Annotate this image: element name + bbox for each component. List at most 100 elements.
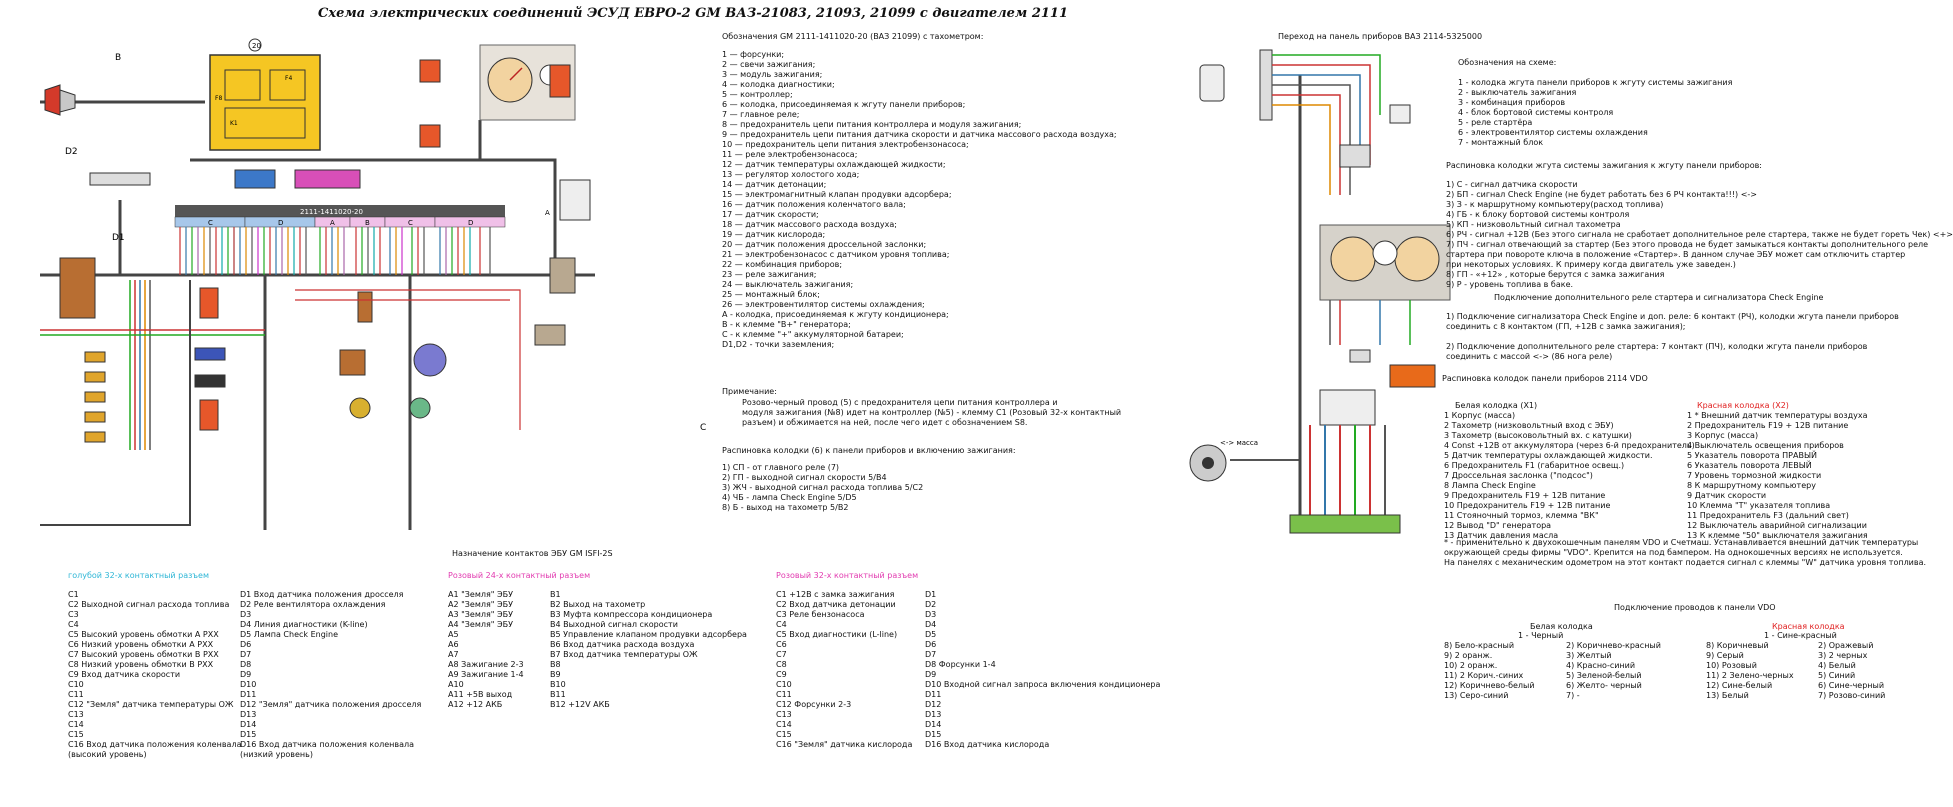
list-item: А - колодка, присоединяемая к жгуту конд… — [722, 310, 949, 319]
list-item: B5 Управление клапаном продувки адсорбер… — [550, 630, 747, 639]
list-item: C10 — [68, 680, 84, 689]
list-item: 4 — колодка диагностики; — [722, 80, 835, 89]
list-item: 13) Белый — [1706, 691, 1749, 700]
right-pinout-header: Распиновка колодки жгута системы зажиган… — [1446, 161, 1763, 170]
list-item: A12 +12 АКБ — [448, 700, 503, 709]
list-item: C12 "Земля" датчика температуры ОЖ — [68, 700, 234, 709]
list-item: 2) БП - сигнал Check Engine (не будет ра… — [1446, 190, 1757, 199]
list-item: 10) 2 оранж. — [1444, 661, 1498, 670]
svg-text:F4: F4 — [285, 75, 292, 82]
list-item: 4) ЧБ - лампа Check Engine 5/D5 — [722, 493, 857, 502]
list-item: D14 — [925, 720, 942, 729]
list-item: 2) Коричнево-красный — [1566, 641, 1661, 650]
list-item: 7 — главное реле; — [722, 110, 800, 119]
cooling-fan-icon — [1189, 444, 1227, 482]
svg-text:D: D — [468, 219, 473, 227]
list-item: 12 Вывод "D" генератора — [1444, 521, 1552, 530]
list-item: B11 — [550, 690, 566, 699]
list-item: D10 — [240, 680, 257, 689]
ecu-pins-header: Назначение контактов ЭБУ GM ISFI-2S — [452, 549, 613, 558]
list-item: 8) ГП - «+12» , которые берутся с замка … — [1446, 270, 1665, 279]
list-item: 3 Корпус (масса) — [1687, 431, 1759, 440]
list-item: A5 — [448, 630, 459, 639]
list-item: C4 — [68, 620, 79, 629]
list-item: D2 Реле вентилятора охлаждения — [240, 600, 386, 609]
list-item: 4 Выключатель освещения приборов — [1687, 441, 1844, 450]
svg-text:F8: F8 — [215, 95, 222, 102]
list-item: 4 Const +12В от аккумулятора (через 6-й … — [1444, 441, 1695, 450]
list-item: D8 Форсунки 1-4 — [925, 660, 996, 669]
list-item: A1 "Земля" ЭБУ — [448, 590, 513, 599]
list-item: C13 — [776, 710, 792, 719]
list-item: D1,D2 - точки заземления; — [722, 340, 835, 349]
pink32-header: Розовый 32-х контактный разъем — [776, 571, 919, 580]
list-item: 3 — модуль зажигания; — [722, 70, 823, 79]
svg-text:C: C — [408, 219, 413, 227]
list-item: D6 — [240, 640, 252, 649]
list-item: модуля зажигания (№8) идет на контроллер… — [742, 408, 1122, 417]
svg-text:C: C — [700, 423, 706, 433]
list-item: 7) - — [1566, 691, 1580, 700]
list-item: 25 — монтажный блок; — [722, 290, 820, 299]
svg-text:<-> масса: <-> масса — [1220, 439, 1258, 447]
list-item: 26 — электровентилятор системы охлаждени… — [722, 300, 925, 309]
list-item: D11 — [240, 690, 257, 699]
list-item: D15 — [240, 730, 257, 739]
list-item: 12 — датчик температуры охлаждающей жидк… — [722, 160, 946, 169]
list-item: C6 — [776, 640, 787, 649]
list-item: 15 — электромагнитный клапан продувки ад… — [722, 190, 952, 199]
list-item: C9 Вход датчика скорости — [68, 670, 181, 679]
list-item: A10 — [448, 680, 464, 689]
list-item: 5 Указатель поворота ПРАВЫЙ — [1687, 451, 1818, 460]
list-item: 11) 2 Корич.-синих — [1444, 671, 1524, 680]
list-item: 8 Лампа Check Engine — [1444, 481, 1536, 490]
list-item: 8) Б - выход на тахометр 5/B2 — [722, 503, 849, 512]
relay-block-7: F8 F4 K1 — [209, 54, 321, 151]
list-item: 2 Предохранитель F19 + 12В питание — [1687, 421, 1849, 430]
list-item: 6 Указатель поворота ЛЕВЫЙ — [1687, 461, 1812, 470]
list-item: 8) Коричневый — [1706, 641, 1769, 650]
list-item: 5) КП - низковольтный сигнал тахометра — [1446, 220, 1621, 229]
list-item: окружающей среды фирмы "VDO". Крепится н… — [1444, 548, 1903, 557]
list-item: 11 Предохранитель F3 (дальний свет) — [1687, 511, 1849, 520]
list-item: 5 — контроллер; — [722, 90, 793, 99]
list-item: C3 — [68, 610, 79, 619]
list-item: 2) ГП - выходной сигнал скорости 5/В4 — [722, 473, 887, 482]
list-item: 10 Клемма "Т" указателя топлива — [1687, 501, 1831, 510]
list-item: 23 — реле зажигания; — [722, 270, 817, 279]
red-x2-header: Красная колодка (X2) — [1697, 401, 1789, 410]
list-item: 3) 2 черных — [1818, 651, 1868, 660]
list-item: C6 Низкий уровень обмотки А РХХ — [68, 640, 214, 649]
list-item: 7) Розово-синий — [1818, 691, 1886, 700]
list-item: D6 — [925, 640, 937, 649]
list-item: * - применительно к двухокошечным панеля… — [1444, 538, 1919, 547]
list-item: B2 Выход на тахометр — [550, 600, 646, 609]
blue-connector-header: голубой 32-х контактный разъем — [68, 571, 210, 580]
list-item: C14 — [776, 720, 792, 729]
list-item: C1 +12В с замка зажигания — [776, 590, 895, 599]
list-item: 19 — датчик кислорода; — [722, 230, 826, 239]
wire-header: Подключение проводов к панели VDO — [1614, 603, 1776, 612]
list-item: D14 — [240, 720, 257, 729]
list-item: 9) Серый — [1706, 651, 1744, 660]
wire-red-header: Красная колодка — [1772, 622, 1845, 631]
wiring-diagram-right: <-> масса — [1189, 49, 1451, 534]
list-item: A4 "Земля" ЭБУ — [448, 620, 513, 629]
list-item: D5 — [925, 630, 937, 639]
wire-white-sub: 1 - Черный — [1518, 631, 1564, 640]
list-item: 4 - блок бортовой системы контроля — [1458, 108, 1614, 117]
svg-text:B: B — [115, 53, 121, 63]
list-item: D4 — [925, 620, 937, 629]
list-item: C7 — [776, 650, 787, 659]
ecu-label: 2111-1411020-20 — [300, 208, 363, 216]
list-item: 10) Розовый — [1706, 661, 1757, 670]
list-item: 5 Датчик температуры охлаждающей жидкост… — [1444, 451, 1653, 460]
list-item: A6 — [448, 640, 459, 649]
list-item: 7 Дроссельная заслонка ("подсос") — [1444, 471, 1593, 480]
